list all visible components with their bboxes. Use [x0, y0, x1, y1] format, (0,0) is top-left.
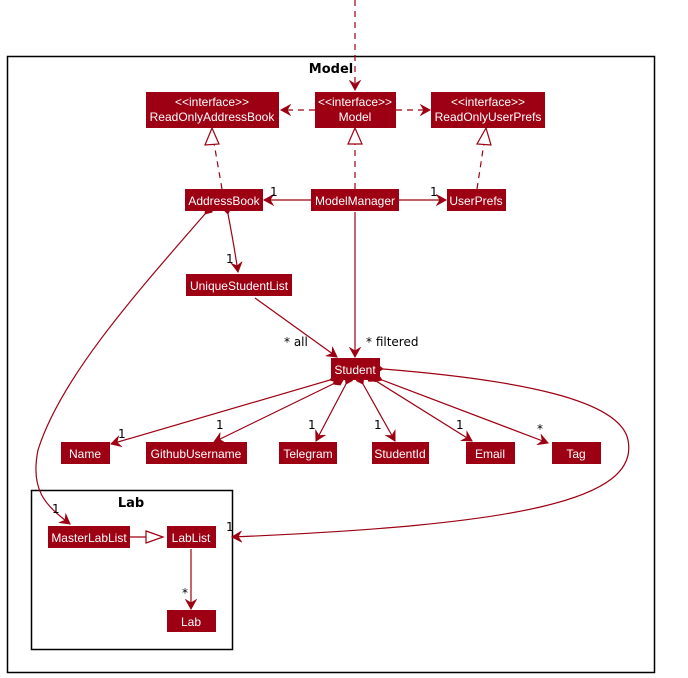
- edge-student-githubusername: [214, 384, 333, 442]
- class-addressbook[interactable]: AddressBook: [185, 189, 263, 211]
- class-tag[interactable]: Tag: [552, 442, 601, 464]
- class-name: Model: [339, 110, 372, 124]
- class-userprefs[interactable]: UserPrefs: [447, 189, 506, 211]
- realization-triangle: [347, 126, 363, 145]
- mult-student-telegram: 1: [308, 418, 316, 432]
- class-name: UserPrefs: [449, 194, 502, 208]
- class-name: Name: [69, 447, 101, 461]
- class-name: UniqueStudentList: [190, 279, 289, 293]
- mult-student-email: 1: [456, 418, 464, 432]
- class-modelmanager[interactable]: ModelManager: [311, 189, 399, 211]
- class-name: ReadOnlyAddressBook: [150, 110, 276, 124]
- mult-ab-masterlablist: 1: [52, 502, 60, 516]
- class-lab[interactable]: Lab: [167, 610, 216, 632]
- class-name: GithubUsername: [151, 447, 242, 461]
- class-name: MasterLabList: [51, 531, 127, 545]
- mult-student-lablist: 1: [226, 520, 234, 534]
- edge-student-name: [111, 380, 330, 444]
- class-name: Student: [334, 363, 376, 377]
- edge-student-lablist: [232, 369, 630, 537]
- edge-student-tag: [382, 380, 548, 443]
- edge-uniquestudentlist-student: [254, 297, 337, 357]
- mult-mm-addressbook: 1: [270, 185, 278, 199]
- edge-addressbook-realizes: [213, 142, 223, 190]
- class-name: Tag: [566, 447, 585, 461]
- class-model-interface[interactable]: <<interface>> Model: [315, 92, 396, 128]
- mult-mm-userprefs: 1: [430, 185, 438, 199]
- class-email[interactable]: Email: [466, 442, 515, 464]
- class-readonlyuserprefs[interactable]: <<interface>> ReadOnlyUserPrefs: [431, 92, 545, 128]
- class-name: Lab: [181, 615, 201, 629]
- class-lablist[interactable]: LabList: [167, 526, 216, 548]
- mult-student-tag: *: [537, 422, 543, 436]
- class-githubusername[interactable]: GithubUsername: [146, 442, 247, 464]
- class-masterlablist[interactable]: MasterLabList: [48, 526, 130, 548]
- mult-usl-student: * all: [284, 335, 308, 349]
- class-name: ModelManager: [315, 194, 395, 208]
- class-name: Email: [475, 447, 505, 461]
- edge-addressbook-masterlablist: [35, 214, 205, 524]
- class-readonlyaddressbook[interactable]: <<interface>> ReadOnlyAddressBook: [146, 92, 279, 128]
- realization-triangle: [204, 126, 220, 146]
- class-stereotype: <<interface>>: [451, 95, 525, 109]
- class-stereotype: <<interface>>: [318, 95, 392, 109]
- realization-triangle: [476, 126, 492, 146]
- mult-ab-usl: 1: [226, 252, 234, 266]
- class-name: Telegram: [283, 447, 332, 461]
- mult-student-name: 1: [118, 427, 126, 441]
- class-name-attr[interactable]: Name: [61, 442, 110, 464]
- class-studentid[interactable]: StudentId: [372, 442, 429, 464]
- class-telegram[interactable]: Telegram: [279, 442, 337, 464]
- class-name: LabList: [172, 531, 211, 545]
- mult-lablist-lab: *: [182, 586, 188, 600]
- class-stereotype: <<interface>>: [175, 95, 249, 109]
- edge-addressbook-uniquestudentlist: [228, 214, 238, 272]
- class-name: StudentId: [374, 447, 425, 461]
- mult-student-studentid: 1: [374, 418, 382, 432]
- package-model-title: Model: [309, 62, 353, 77]
- generalization-triangle: [145, 530, 165, 544]
- class-student[interactable]: Student: [331, 358, 380, 380]
- edge-student-telegram: [316, 384, 346, 441]
- package-model: Model: [6, 55, 656, 674]
- mult-mm-student: * filtered: [366, 335, 418, 349]
- class-name: ReadOnlyUserPrefs: [435, 110, 542, 124]
- class-uniquestudentlist[interactable]: UniqueStudentList: [186, 274, 292, 296]
- package-lab-title: Lab: [118, 496, 144, 511]
- class-name: AddressBook: [188, 194, 260, 208]
- edge-student-studentid: [363, 384, 396, 441]
- edge-userprefs-realizes: [476, 142, 485, 190]
- mult-student-github: 1: [216, 418, 224, 432]
